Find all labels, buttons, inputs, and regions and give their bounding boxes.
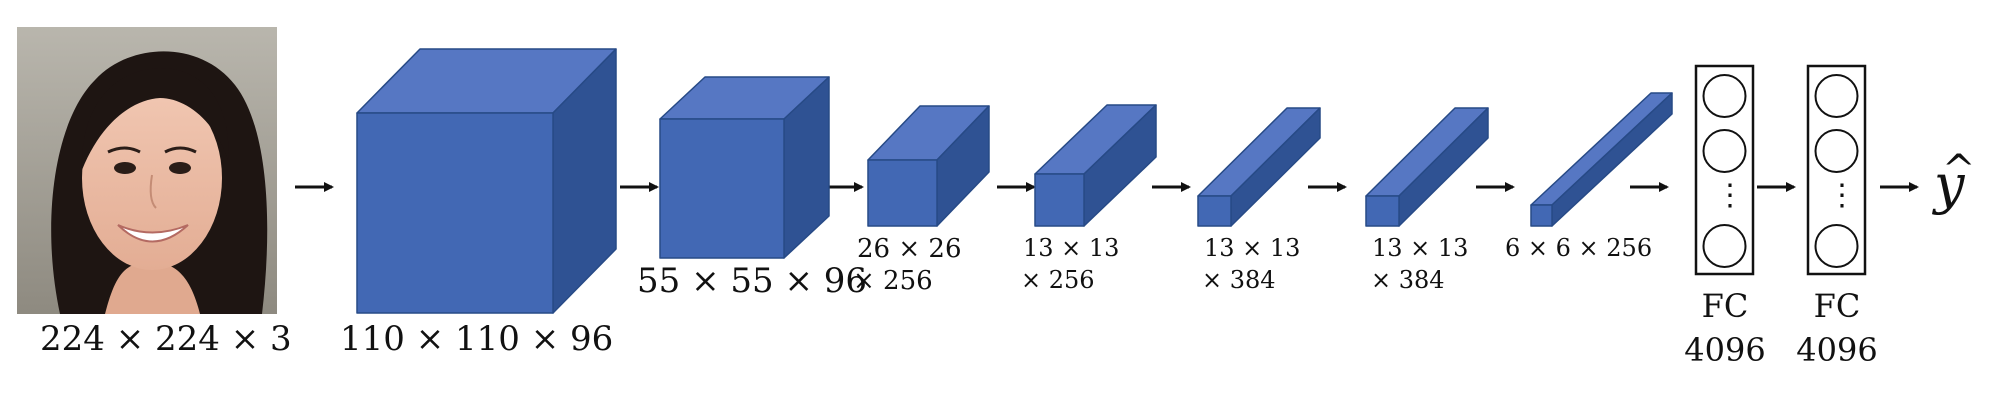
input-face-image: [17, 27, 277, 314]
conv6-dimension-label-line1: 13 × 13: [1372, 234, 1469, 262]
conv-volume-5: [1197, 107, 1321, 227]
conv6-dimension-label-line2: × 384: [1371, 266, 1445, 294]
fc-neuron: [1702, 129, 1747, 173]
volume-front-face: [1034, 173, 1085, 227]
conv-volume-3: [867, 105, 990, 227]
fc-neuron: [1702, 224, 1747, 268]
fc2-dots: ⋮: [1827, 178, 1857, 213]
conv3-dimension-label-line2: × 256: [853, 266, 933, 296]
conv5-dimension-label-line1: 13 × 13: [1204, 234, 1301, 262]
fc-neuron: [1702, 74, 1747, 118]
conv-volume-4: [1034, 104, 1157, 227]
output-y-symbol: y: [1934, 153, 1965, 216]
conv-volumes: [356, 48, 1673, 314]
conv-volume-6: [1365, 107, 1489, 227]
fc1-dots: ⋮: [1715, 178, 1745, 213]
fc-layer-1: [1694, 64, 1755, 276]
fc-neuron: [1814, 224, 1859, 268]
output-hat-symbol: ^: [1942, 147, 1976, 193]
volume-front-face: [356, 112, 554, 314]
fc1-label: FC: [1701, 287, 1749, 325]
conv7-dimension-label: 6 × 6 × 256: [1505, 234, 1653, 262]
conv4-dimension-label-line2: × 256: [1021, 266, 1095, 294]
fc-layer-2: [1806, 64, 1867, 276]
conv3-dimension-label-line1: 26 × 26: [857, 234, 962, 264]
volume-front-face: [659, 118, 785, 259]
conv4-dimension-label-line1: 13 × 13: [1023, 234, 1120, 262]
volume-side-face: [1551, 92, 1673, 227]
fc2-label: FC: [1813, 287, 1861, 325]
conv5-dimension-label-line2: × 384: [1202, 266, 1276, 294]
volume-front-face: [867, 159, 938, 227]
conv-volume-1: [356, 48, 617, 314]
volume-front-face: [1365, 195, 1400, 227]
input-dimension-label: 224 × 224 × 3: [40, 319, 292, 359]
conv-volume-7: [1530, 92, 1673, 227]
volume-front-face: [1530, 204, 1553, 227]
fc-neuron: [1814, 74, 1859, 118]
conv2-dimension-label: 55 × 55 × 96: [637, 261, 867, 301]
fc-neuron: [1814, 129, 1859, 173]
fc2-units-label: 4096: [1796, 331, 1878, 369]
volume-front-face: [1197, 195, 1232, 227]
conv1-dimension-label: 110 × 110 × 96: [340, 319, 614, 359]
conv-volume-2: [659, 76, 830, 259]
fc1-units-label: 4096: [1684, 331, 1766, 369]
